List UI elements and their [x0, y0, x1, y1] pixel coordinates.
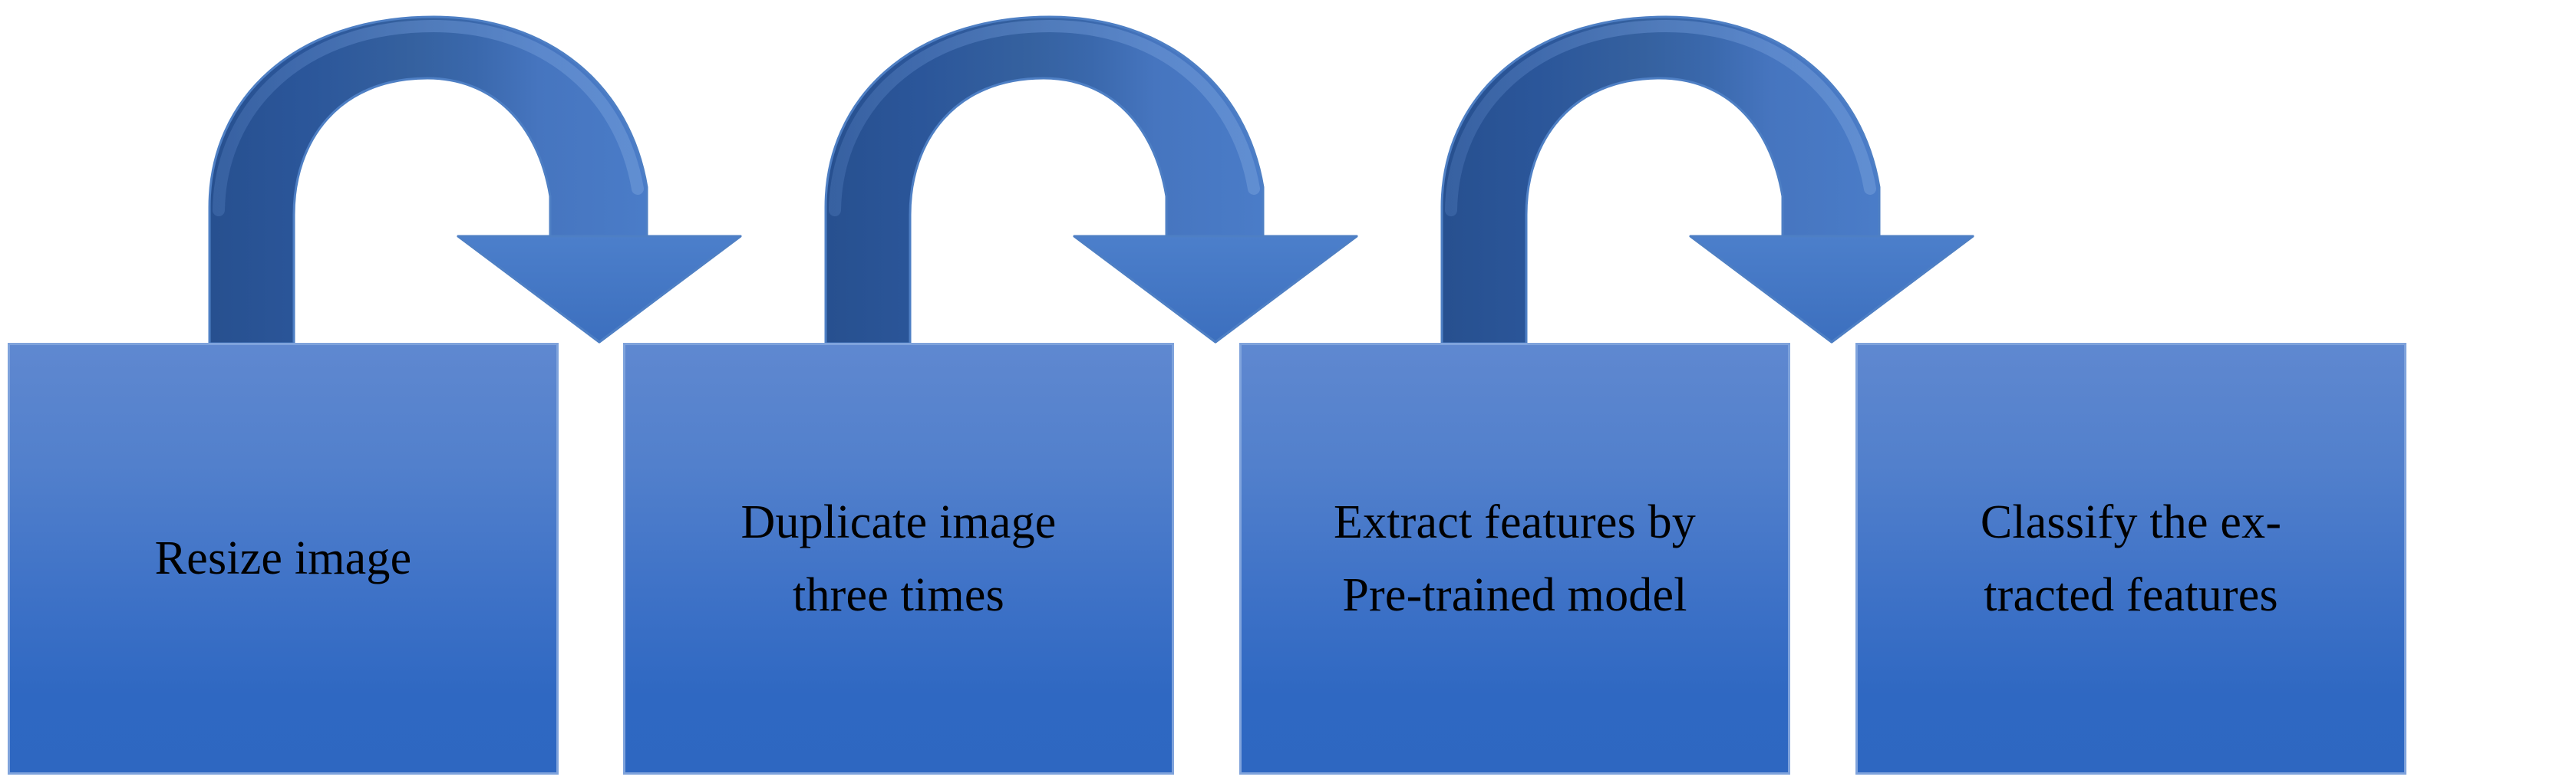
process-step-label: Classify the ex- tracted features: [1980, 496, 2282, 621]
process-step-label: Extract features by Pre-trained model: [1333, 496, 1696, 621]
arrow-step3-to-step4-icon: [1442, 17, 1973, 344]
process-step-resize-image[interactable]: Resize image: [8, 343, 559, 775]
process-step-label: Resize image: [154, 532, 412, 585]
process-step-classify-features[interactable]: Classify the ex- tracted features: [1855, 343, 2406, 775]
process-step-label: Duplicate image three times: [740, 496, 1057, 621]
arrow-step1-to-step2-icon: [209, 17, 740, 344]
arrow-step2-to-step3-icon: [826, 17, 1357, 344]
process-step-duplicate-image[interactable]: Duplicate image three times: [623, 343, 1174, 775]
process-step-extract-features[interactable]: Extract features by Pre-trained model: [1239, 343, 1790, 775]
